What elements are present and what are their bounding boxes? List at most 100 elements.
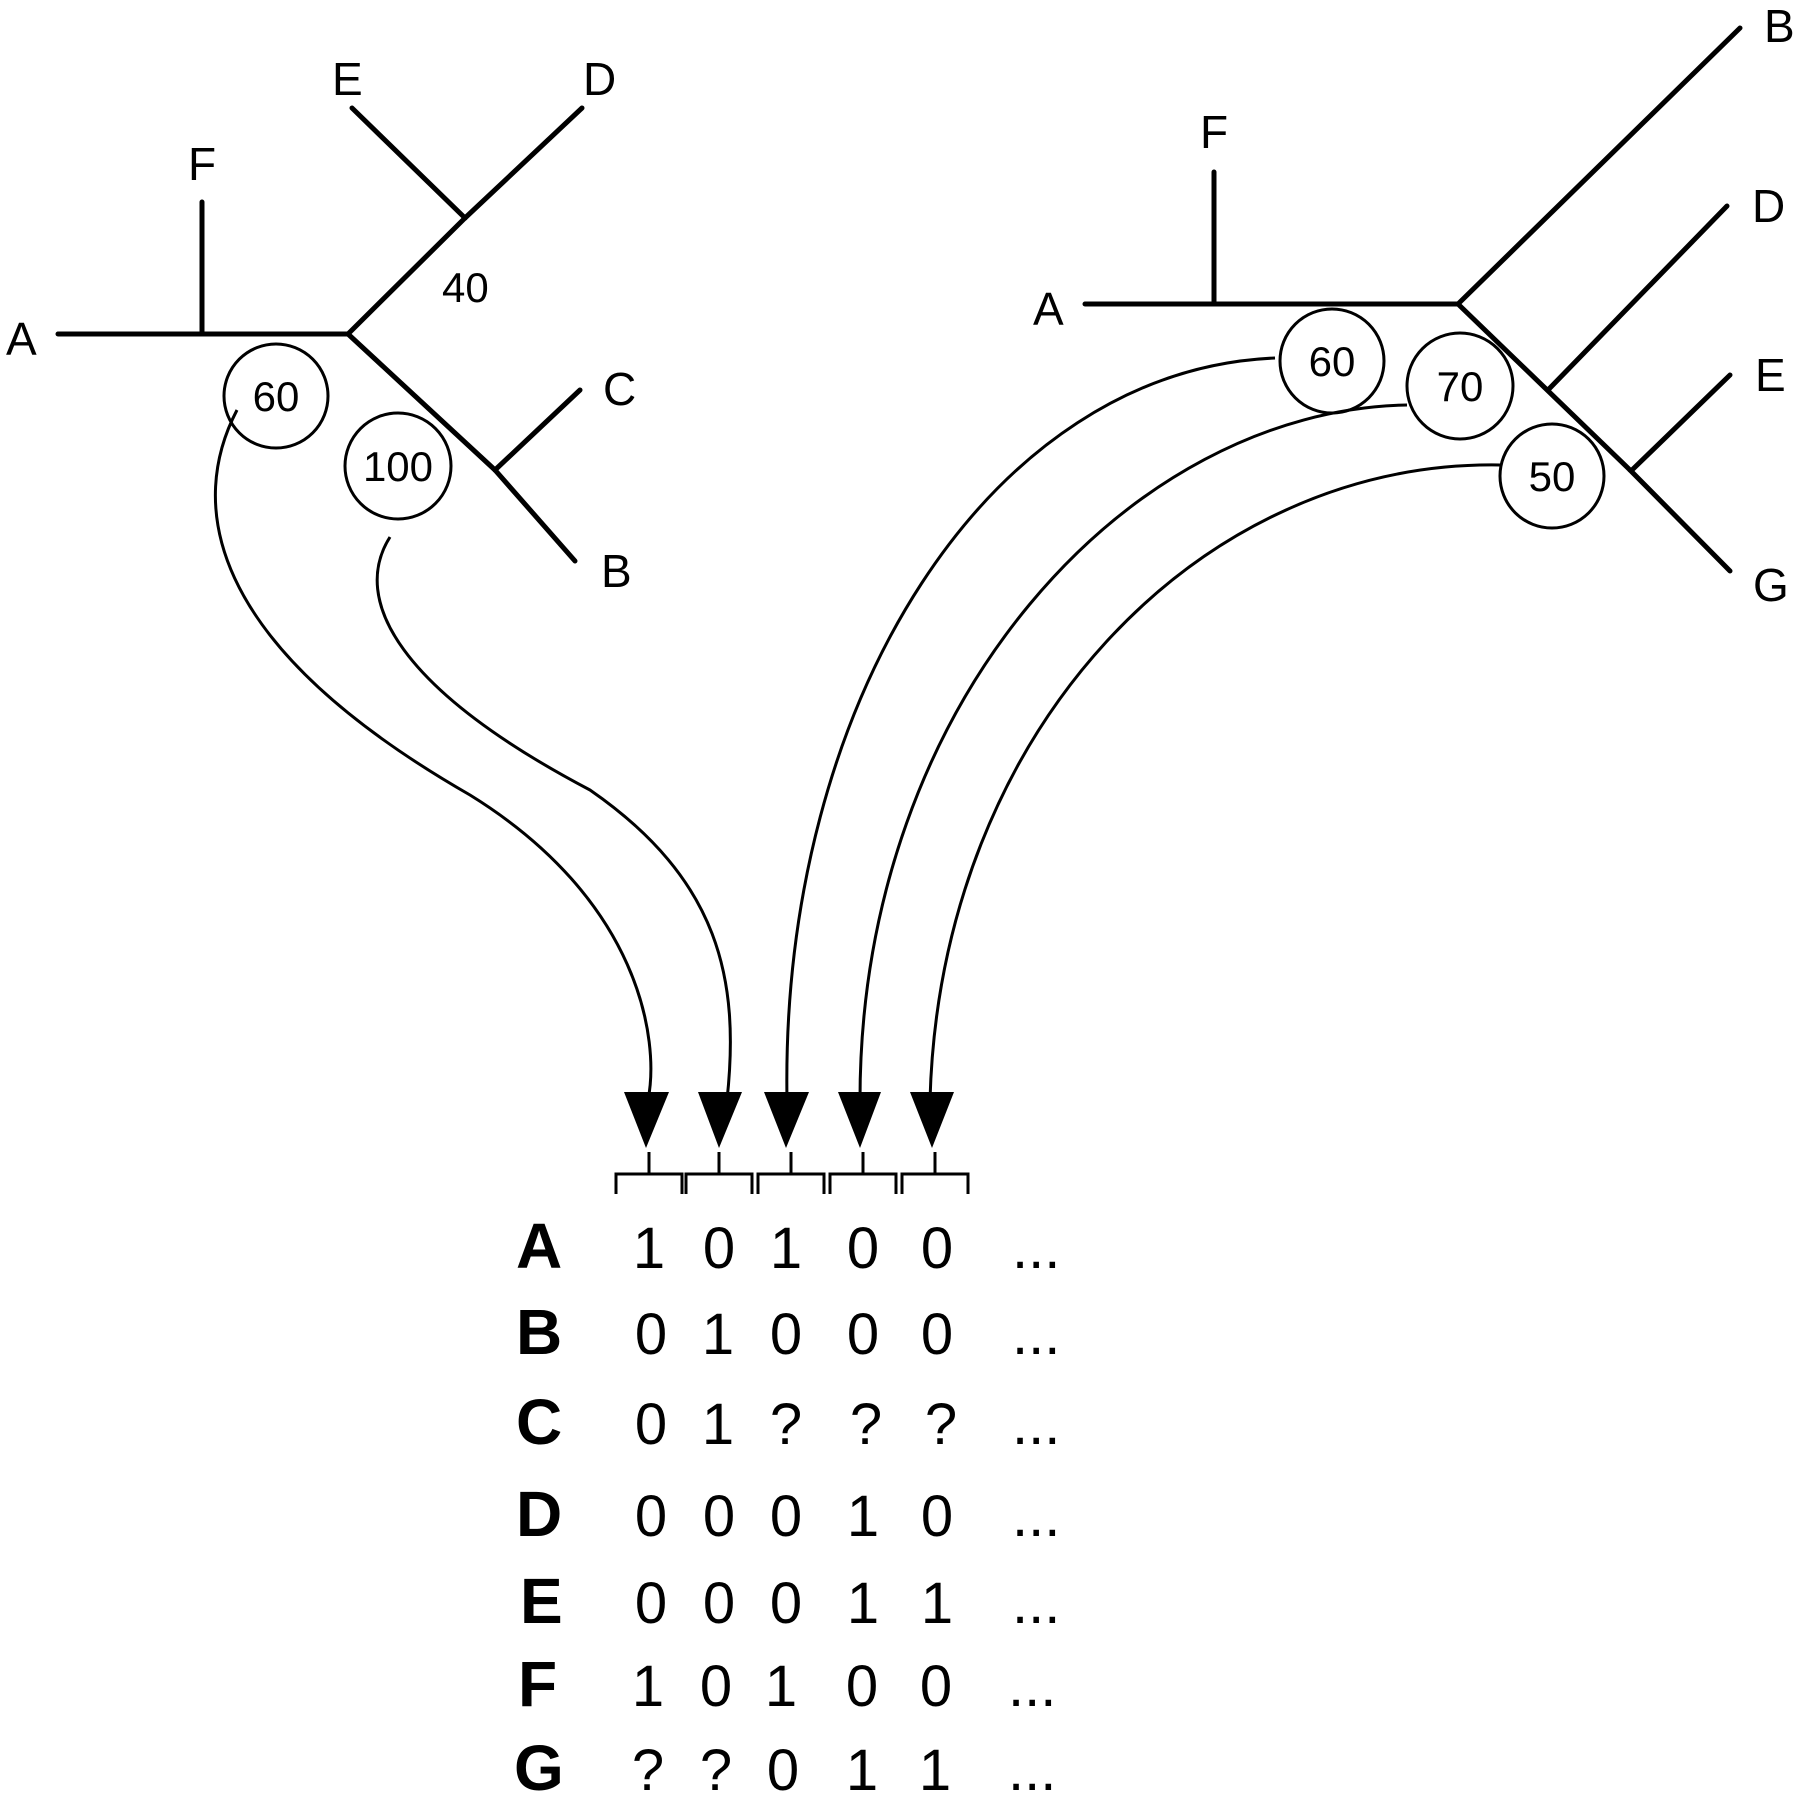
right-branch-d <box>1545 203 1730 393</box>
cell: ? <box>925 1392 957 1457</box>
left-support-60: 60 <box>253 373 300 420</box>
right-support-circle-50 <box>1498 422 1606 530</box>
cell: 0 <box>770 1302 802 1367</box>
matrix-row: A 1 0 1 0 0 ... <box>516 1210 1060 1282</box>
cell: 1 <box>702 1392 734 1457</box>
cell: 0 <box>847 1302 879 1367</box>
right-tree: A F B D E G 60 70 50 <box>1033 0 1795 611</box>
row-ellipsis: ... <box>1012 1571 1060 1636</box>
cell: 1 <box>921 1571 953 1636</box>
cell: 0 <box>703 1216 735 1281</box>
bracket-col3 <box>756 1152 826 1194</box>
cell: 0 <box>703 1571 735 1636</box>
cell: 0 <box>635 1392 667 1457</box>
arrow-right-70-to-col4 <box>858 403 1408 1101</box>
arrow-right-60-to-col3 <box>785 356 1276 1101</box>
left-branch-b <box>492 467 578 564</box>
cell: 0 <box>635 1571 667 1636</box>
matrix-row: B 0 1 0 0 0 ... <box>516 1296 1060 1368</box>
cell: 1 <box>702 1302 734 1367</box>
bracket-col5 <box>900 1152 970 1194</box>
row-label-g: G <box>514 1732 564 1800</box>
cell: 1 <box>919 1738 951 1800</box>
left-branch-cb-stem <box>345 331 498 473</box>
character-matrix: A 1 0 1 0 0 ... B 0 1 0 0 0 ... C 0 1 ? … <box>514 1210 1060 1800</box>
bracket-col4 <box>828 1152 898 1194</box>
mapping-arrows <box>213 356 1501 1148</box>
right-branch-deg-stem <box>1455 301 1633 473</box>
cell: 1 <box>847 1484 879 1549</box>
right-taxon-b: B <box>1764 0 1795 52</box>
left-taxon-e: E <box>332 53 363 105</box>
right-taxon-e: E <box>1755 349 1786 401</box>
bracket-col1 <box>614 1152 684 1194</box>
left-taxon-b: B <box>601 545 632 597</box>
cell: 0 <box>767 1738 799 1800</box>
cell: 0 <box>635 1302 667 1367</box>
right-support-70: 70 <box>1437 363 1484 410</box>
row-ellipsis: ... <box>1012 1484 1060 1549</box>
cell: ? <box>850 1392 882 1457</box>
row-label-e: E <box>520 1565 563 1637</box>
arrow-right-50-to-col5 <box>928 463 1501 1101</box>
arrowhead-col3 <box>764 1092 809 1148</box>
matrix-row: E 0 0 0 1 1 ... <box>520 1565 1060 1637</box>
cell: 0 <box>921 1302 953 1367</box>
cell: 0 <box>770 1571 802 1636</box>
left-taxon-a: A <box>6 313 37 365</box>
right-branch-e <box>1629 372 1733 473</box>
row-label-c: C <box>516 1386 562 1458</box>
left-support-circle-60 <box>222 342 330 450</box>
right-support-50: 50 <box>1529 453 1576 500</box>
cell: 0 <box>846 1654 878 1719</box>
matrix-row: C 0 1 ? ? ? ... <box>516 1386 1060 1458</box>
cell: ? <box>770 1392 802 1457</box>
matrix-row: F 1 0 1 0 0 ... <box>518 1648 1056 1720</box>
cell: 0 <box>700 1654 732 1719</box>
right-taxon-d: D <box>1752 180 1785 232</box>
cell: 1 <box>632 1654 664 1719</box>
left-taxon-c: C <box>603 363 636 415</box>
right-taxon-g: G <box>1753 559 1789 611</box>
cell: 0 <box>921 1216 953 1281</box>
left-tree: A F E D C B 40 60 100 <box>6 53 636 597</box>
cell: 1 <box>765 1654 797 1719</box>
row-label-a: A <box>516 1210 562 1282</box>
cell: 1 <box>770 1216 802 1281</box>
left-taxon-f: F <box>188 138 216 190</box>
row-ellipsis: ... <box>1012 1302 1060 1367</box>
left-support-100: 100 <box>363 443 433 490</box>
left-branch-ed-stem <box>345 215 468 337</box>
right-support-circle-70 <box>1405 331 1515 441</box>
matrix-row: G ? ? 0 1 1 ... <box>514 1732 1056 1800</box>
row-label-b: B <box>516 1296 562 1368</box>
arrowhead-col1 <box>624 1092 669 1148</box>
cell: 0 <box>920 1654 952 1719</box>
matrix-row: D 0 0 0 1 0 ... <box>516 1478 1060 1550</box>
arrowhead-col4 <box>838 1092 881 1148</box>
cell: 1 <box>633 1216 665 1281</box>
right-branch-g <box>1627 467 1733 574</box>
left-support-40: 40 <box>442 264 489 311</box>
left-taxon-d: D <box>583 53 616 105</box>
column-brackets <box>614 1152 970 1194</box>
cell: 0 <box>847 1216 879 1281</box>
row-label-d: D <box>516 1478 562 1550</box>
arrow-left-100-to-col2 <box>375 536 732 1101</box>
row-ellipsis: ... <box>1008 1738 1056 1800</box>
arrow-left-60-to-col1 <box>213 409 653 1101</box>
cell: ? <box>632 1738 664 1800</box>
left-branch-c <box>492 387 583 473</box>
left-branch-d <box>462 105 585 221</box>
arrowhead-col2 <box>698 1092 742 1148</box>
cell: ? <box>700 1738 732 1800</box>
cell: 0 <box>770 1484 802 1549</box>
cell: 0 <box>703 1484 735 1549</box>
left-branch-e <box>349 105 468 221</box>
cell: 1 <box>847 1571 879 1636</box>
right-branch-b <box>1455 25 1743 307</box>
bracket-col2 <box>684 1152 754 1194</box>
arrowhead-col5 <box>910 1092 954 1148</box>
row-ellipsis: ... <box>1012 1216 1060 1281</box>
